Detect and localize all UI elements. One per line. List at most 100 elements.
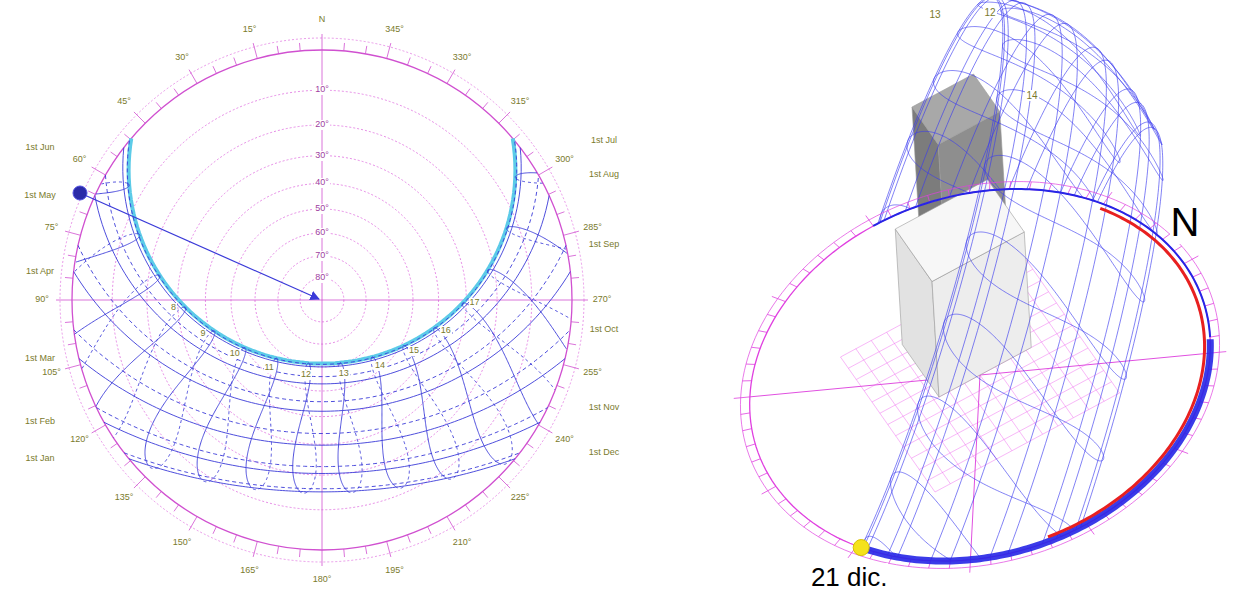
hour-label: 15: [408, 346, 420, 356]
azimuth-tick: [571, 321, 579, 323]
hour-label: 16: [440, 326, 452, 336]
date-label: 1st Dec: [588, 448, 621, 458]
date-curve: [78, 245, 566, 401]
dome-hour-line: [966, 232, 1126, 379]
hour-line: [434, 328, 501, 464]
dome-azimuth-tick: [1049, 184, 1052, 191]
hour-line: [293, 363, 311, 491]
dome-azimuth-tick: [746, 364, 755, 365]
hour-line: [507, 230, 566, 249]
azimuth-tick: [156, 102, 161, 108]
hour-line: [515, 173, 537, 179]
azimuth-tick: [549, 191, 556, 194]
hour-line: [300, 364, 316, 493]
dome-azimuth-tick: [741, 413, 750, 415]
dome-date-curve: [1057, 102, 1150, 538]
azimuth-tick: [253, 43, 257, 58]
azimuth-tick: [365, 546, 366, 554]
altitude-label: 20°: [314, 120, 330, 130]
hour-label: 11: [264, 363, 275, 373]
sunrise-range-arc: [873, 189, 1210, 337]
altitude-label: 70°: [314, 251, 330, 261]
azimuth-tick: [253, 541, 257, 556]
altitude-label: 10°: [314, 85, 330, 95]
dome-hour-line: [911, 131, 999, 189]
azimuth-tick: [483, 492, 488, 498]
hour-line: [197, 348, 246, 480]
date-label: 1st Feb: [24, 417, 56, 427]
azimuth-tick: [299, 43, 301, 51]
dome-date-curve: [1076, 122, 1160, 530]
hour-line: [371, 358, 409, 488]
dome-azimuth-tick: [1086, 191, 1090, 198]
date-curve: [123, 148, 521, 367]
hour-line: [403, 345, 447, 478]
date-label: 1st Nov: [588, 403, 621, 413]
dome-hour-line: [1003, 40, 1164, 181]
azimuth-tick: [557, 212, 565, 215]
azimuth-tick: [557, 386, 565, 389]
azimuth-label: 285°: [582, 223, 603, 233]
azimuth-tick: [234, 535, 237, 543]
azimuth-label: 60°: [72, 155, 88, 165]
dome-azimuth-tick: [1205, 303, 1214, 306]
hour-line: [145, 331, 215, 465]
azimuth-tick: [322, 34, 323, 50]
altitude-label: 40°: [314, 178, 330, 188]
azimuth-tick: [277, 46, 278, 54]
azimuth-label: 195°: [384, 566, 405, 576]
dome-azimuth-tick: [762, 486, 776, 494]
azimuth-label: 270°: [592, 295, 613, 305]
dome-azimuth-tick: [948, 190, 949, 197]
azimuth-tick: [189, 517, 197, 531]
dome-date-curve: [950, 23, 1077, 561]
azimuth-tick: [68, 255, 76, 256]
dome-azimuth-tick: [1103, 192, 1112, 204]
hour-label: 8: [170, 303, 177, 313]
azimuth-tick: [343, 43, 345, 51]
dome-azimuth-tick: [1174, 246, 1182, 251]
azimuth-tick: [428, 527, 431, 534]
dome-hour-line: [917, 396, 1061, 536]
date-label: 1st Sep: [588, 240, 621, 250]
azimuth-label: 255°: [582, 368, 603, 378]
hour-line: [113, 307, 183, 438]
azimuth-label: 165°: [239, 566, 260, 576]
dome-date-curve: [1081, 127, 1163, 527]
hour-line: [246, 358, 278, 487]
date-label: 1st May: [23, 191, 57, 201]
azimuth-label: 315°: [510, 97, 531, 107]
dome-hour-line: [978, 2, 1140, 135]
date-curve: [124, 453, 520, 489]
azimuth-tick: [499, 112, 510, 123]
azimuth-tick: [277, 546, 278, 554]
hour-line: [517, 179, 543, 183]
dome-azimuth-tick: [1208, 319, 1217, 321]
azimuth-label: 75°: [44, 223, 60, 233]
hour-line: [506, 227, 566, 254]
dome-azimuth-tick: [1184, 256, 1198, 264]
azimuth-tick: [299, 549, 301, 557]
dome-date-curve: [990, 47, 1106, 557]
azimuth-tick: [88, 406, 95, 409]
hour-label: 13: [338, 369, 350, 379]
dome-hour-line: [938, 71, 1083, 197]
azimuth-tick: [365, 46, 366, 54]
dome-azimuth-tick: [834, 242, 840, 247]
dome-date-curve: [931, 14, 1063, 560]
hour-line: [339, 364, 363, 493]
azimuth-tick: [65, 277, 73, 279]
hour-line: [75, 234, 139, 272]
azimuth-label: 90°: [34, 295, 50, 305]
dome-hour-line: [984, 155, 1144, 302]
dome-hour-line: [997, 90, 1157, 234]
horizon-circle: [72, 50, 572, 550]
azimuth-tick: [56, 300, 72, 301]
hour-label: 12: [300, 370, 312, 380]
azimuth-label: 225°: [510, 493, 531, 503]
azimuth-tick: [134, 477, 145, 488]
hour-label: 13: [928, 9, 941, 20]
dome-azimuth-tick: [767, 314, 775, 316]
